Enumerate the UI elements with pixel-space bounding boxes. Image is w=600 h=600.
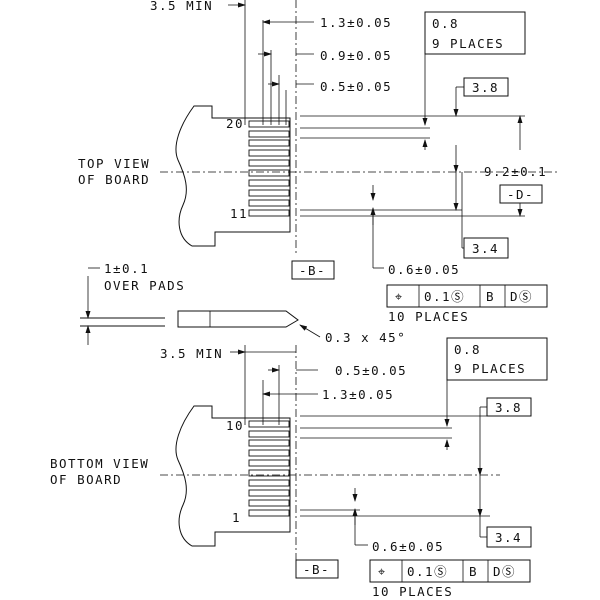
top-datum-b bbox=[291, 260, 335, 280]
bottom-pin-1: 1 bbox=[232, 510, 241, 525]
side-chamfer: 0.3 x 45° bbox=[325, 330, 406, 345]
bottom-fcf-datum-b: B bbox=[469, 564, 478, 579]
top-pin-11: 11 bbox=[230, 206, 248, 221]
bottom-view: 3.5 MIN 0.5±0.05 1.3±0.05 0.8 9 PLACES 3… bbox=[50, 337, 548, 599]
bottom-datum-b-label: -B- bbox=[303, 562, 330, 577]
bottom-pitch-places: 9 PLACES bbox=[454, 361, 526, 376]
top-min-label: 3.5 MIN bbox=[150, 0, 213, 13]
bottom-box-3-8-label: 3.8 bbox=[495, 400, 522, 415]
bottom-view-label-1: BOTTOM VIEW bbox=[50, 456, 149, 471]
top-fcf-tolerance: 0.1Ⓢ bbox=[424, 289, 465, 304]
bottom-fcf-tolerance: 0.1Ⓢ bbox=[407, 564, 448, 579]
top-dim-1-3: 1.3±0.05 bbox=[320, 15, 392, 30]
bottom-dim-0-5: 0.5±0.05 bbox=[335, 363, 407, 378]
top-pad-width: 0.6±0.05 bbox=[388, 262, 460, 277]
top-feature-control-frame: ⌖ 0.1Ⓢ B DⓈ bbox=[386, 284, 548, 308]
bottom-pitch-box bbox=[446, 337, 548, 381]
bottom-fcf-symbol: ⌖ bbox=[378, 564, 387, 579]
top-pads bbox=[248, 120, 290, 217]
bottom-datum-b bbox=[295, 559, 339, 579]
bottom-min-label: 3.5 MIN bbox=[160, 346, 223, 361]
top-datum-b-label: -B- bbox=[299, 263, 326, 278]
top-dim-0-5: 0.5±0.05 bbox=[320, 79, 392, 94]
top-view-label-2: OF BOARD bbox=[78, 172, 150, 187]
side-thickness: 1±0.1 bbox=[104, 261, 149, 276]
top-places: 10 PLACES bbox=[388, 309, 469, 324]
side-view: 1±0.1 OVER PADS 0.3 x 45° bbox=[80, 261, 406, 345]
bottom-fcf-datum-d: DⓈ bbox=[493, 564, 516, 579]
top-box-3-4-label: 3.4 bbox=[472, 241, 499, 256]
top-dim-9-2: 9.2±0.1 bbox=[484, 164, 547, 179]
bottom-box-3-4-label: 3.4 bbox=[495, 530, 522, 545]
side-over-pads: OVER PADS bbox=[104, 278, 185, 293]
top-datum-d-label: -D- bbox=[507, 187, 534, 202]
bottom-pads bbox=[248, 420, 290, 517]
top-pitch-value: 0.8 bbox=[432, 16, 459, 31]
top-box-3-8-label: 3.8 bbox=[472, 80, 499, 95]
top-dim-0-9: 0.9±0.05 bbox=[320, 48, 392, 63]
top-fcf-datum-b: B bbox=[486, 289, 495, 304]
bottom-dim-1-3: 1.3±0.05 bbox=[322, 387, 394, 402]
top-fcf-symbol: ⌖ bbox=[395, 289, 404, 304]
top-datum-d bbox=[499, 184, 543, 204]
bottom-pin-10: 10 bbox=[226, 418, 244, 433]
bottom-pitch-value: 0.8 bbox=[454, 342, 481, 357]
bottom-feature-control-frame: ⌖ 0.1Ⓢ B DⓈ bbox=[369, 559, 531, 583]
top-board-outline bbox=[175, 105, 291, 247]
top-fcf-datum-d: DⓈ bbox=[510, 289, 533, 304]
bottom-places: 10 PLACES bbox=[372, 584, 453, 599]
bottom-pad-width: 0.6±0.05 bbox=[372, 539, 444, 554]
top-pin-20: 20 bbox=[226, 116, 244, 131]
bottom-board-outline bbox=[175, 405, 291, 547]
bottom-view-label-2: OF BOARD bbox=[50, 472, 122, 487]
top-view-label-1: TOP VIEW bbox=[78, 156, 150, 171]
top-view: 3.5 MIN 1.3±0.05 0.9±0.05 0.5±0.05 0.8 9… bbox=[78, 0, 560, 324]
top-pitch-places: 9 PLACES bbox=[432, 36, 504, 51]
